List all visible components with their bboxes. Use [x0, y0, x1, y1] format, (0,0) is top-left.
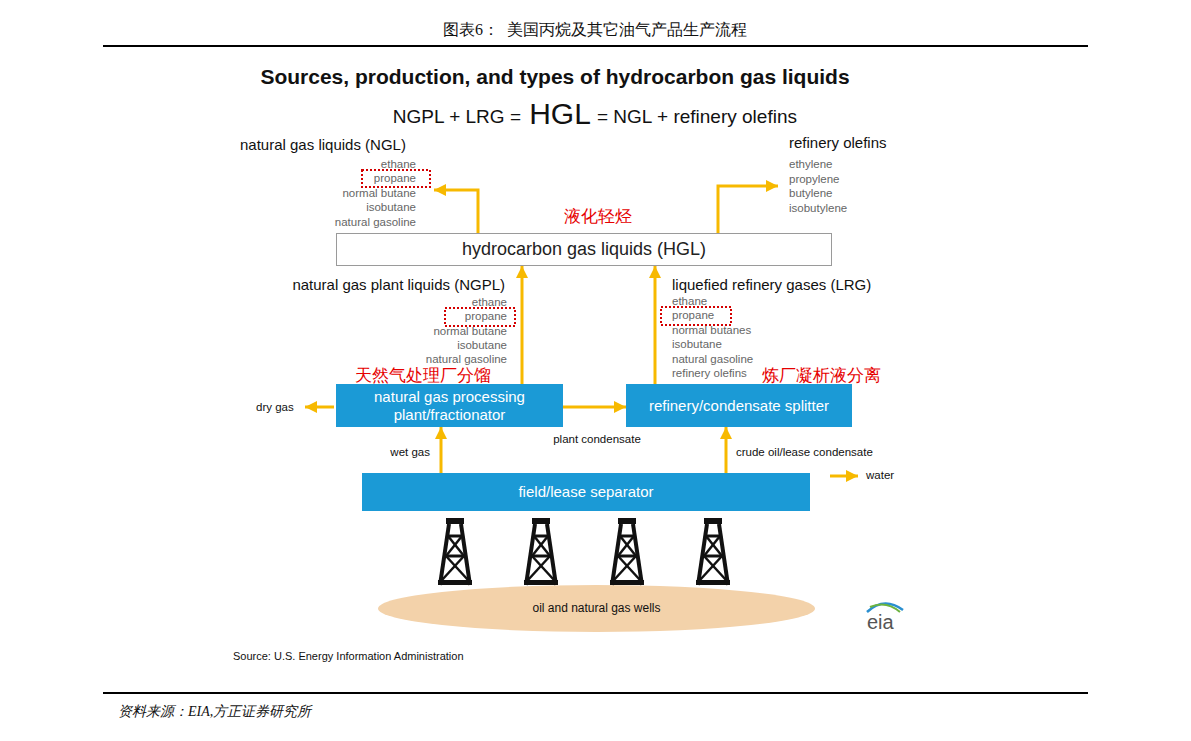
flow-arrow [654, 266, 657, 384]
node-text: field/lease separator [518, 483, 653, 501]
text-label: 液化轻烃 [564, 207, 632, 227]
highlight-box [445, 308, 515, 326]
text-label: = NGL + refinery olefins [597, 106, 797, 128]
edge-label: wet gas [390, 446, 430, 459]
node-text: refinery/condensate splitter [649, 397, 829, 415]
text-label: refinery olefins [789, 134, 887, 151]
process-box: natural gas processing plant/fractionato… [336, 384, 563, 427]
flow-arrow [440, 427, 443, 473]
wells-ellipse: oil and natural gas wells [378, 585, 815, 632]
text-label: liquefied refinery gases (LRG) [672, 276, 871, 293]
text-label: dry gas [256, 401, 294, 414]
text-label: normal butane [342, 187, 416, 200]
text-label: Source: U.S. Energy Information Administ… [233, 650, 464, 663]
text-label: normal butane [433, 325, 507, 338]
footer-rule [103, 692, 1088, 694]
oil-derrick [524, 518, 558, 585]
header-rule [103, 45, 1088, 47]
text-label: ethylene [789, 158, 832, 171]
output-arrow [305, 406, 334, 409]
text-label: water [866, 469, 894, 482]
text-label: natural gas liquids (NGL) [240, 136, 406, 153]
text-label: refinery olefins [672, 367, 747, 380]
output-arrow [830, 475, 858, 478]
figure-title: 图表6： 美国丙烷及其它油气产品生产流程 [443, 21, 747, 39]
text-label: natural gasoline [672, 353, 753, 366]
oil-derrick [438, 518, 472, 585]
hgl-box: hydrocarbon gas liquids (HGL) [336, 233, 832, 266]
source-caption: 资料来源：EIA,方正证券研究所 [118, 704, 311, 720]
text-label: isobutylene [789, 202, 847, 215]
flow-arrow [563, 406, 626, 409]
text-label: HGL [529, 97, 591, 132]
process-box: refinery/condensate splitter [626, 384, 852, 427]
text-label: ethane [672, 295, 707, 308]
process-box: field/lease separator [362, 473, 810, 511]
text-label: natural gasoline [335, 216, 416, 229]
text-label: natural gas plant liquids (NGPL) [292, 276, 505, 293]
highlight-box [362, 170, 430, 187]
text-label: isobutane [672, 338, 722, 351]
text-label: isobutane [366, 201, 416, 214]
text-label: isobutane [457, 339, 507, 352]
text-label: 炼厂凝析液分离 [762, 366, 881, 386]
text-label: ethane [472, 296, 507, 309]
text-label: ethane [381, 158, 416, 171]
flow-arrow [725, 427, 728, 473]
text-label: propylene [789, 173, 840, 186]
text-label: normal butanes [672, 324, 751, 337]
oil-derrick [610, 518, 644, 585]
text-label: eia [867, 611, 894, 634]
text-label: NGPL + LRG = [393, 106, 521, 128]
text-label: propane [374, 172, 416, 185]
flow-arrow [521, 266, 524, 384]
text-label: natural gasoline [426, 353, 507, 366]
node-text: oil and natural gas wells [532, 601, 660, 615]
text-label: propane [672, 309, 714, 322]
output-arrow [718, 186, 778, 233]
highlight-box [661, 307, 731, 325]
edge-label: plant condensate [553, 433, 641, 446]
oil-derrick [696, 518, 730, 585]
text-label: butylene [789, 187, 832, 200]
text-label: propane [465, 310, 507, 323]
edge-label: crude oil/lease condensate [736, 446, 873, 459]
text-label: Sources, production, and types of hydroc… [260, 65, 849, 89]
output-arrow [434, 190, 478, 233]
node-text: hydrocarbon gas liquids (HGL) [462, 239, 706, 261]
text-label: 天然气处理厂分馏 [355, 366, 491, 386]
wells-ground [378, 585, 815, 632]
node-text: natural gas processing plant/fractionato… [360, 388, 540, 424]
